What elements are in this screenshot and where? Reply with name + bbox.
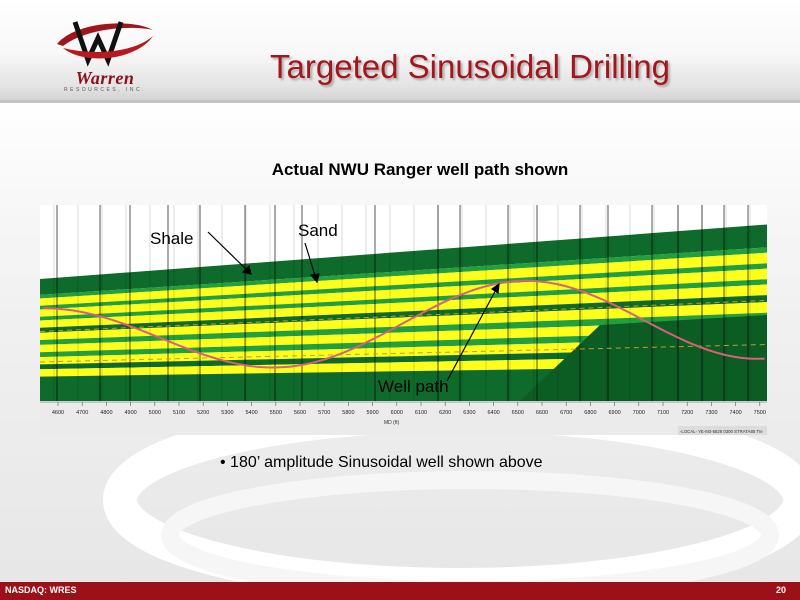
strata-band: [40, 252, 767, 306]
deep-shale: [520, 315, 767, 401]
well-path-line: [43, 279, 765, 369]
slide-header: Warren RESOURCES, INC. Targeted Sinusoid…: [0, 0, 800, 100]
shale-label: Shale: [150, 229, 194, 248]
tick-label: 5000: [149, 410, 161, 416]
tick-label: 5800: [342, 410, 354, 416]
tick-label: 6900: [608, 410, 620, 416]
bullet-point: • 180’ amplitude Sinusoidal well shown a…: [220, 454, 543, 471]
slide-title: Targeted Sinusoidal Drilling: [270, 48, 670, 85]
x-axis-ticks: 4600 4700 4800 4900 5000 5100 5200 5300 5400 5500…: [52, 402, 766, 416]
tick-label: 6700: [560, 410, 572, 416]
tick-label: 6600: [536, 410, 548, 416]
sand-label: Sand: [298, 221, 338, 240]
tick-label: 4700: [76, 410, 88, 416]
tick-label: 6800: [584, 410, 596, 416]
formation-dashed-line: [40, 344, 767, 363]
strata-band: [40, 312, 767, 345]
strata-band: [40, 319, 767, 353]
well-path-label: Well path: [378, 377, 449, 396]
warren-logo: Warren RESOURCES, INC.: [55, 16, 185, 96]
tick-label: 5100: [173, 410, 185, 416]
tick-label: 7100: [657, 410, 669, 416]
w-mark-icon: [57, 21, 153, 67]
tick-label: 7200: [681, 410, 693, 416]
strata-band: [40, 279, 767, 321]
tick-label: 5900: [366, 410, 378, 416]
page-number: 20: [775, 585, 786, 595]
tick-label: 5600: [294, 410, 306, 416]
tick-label: 5700: [318, 410, 330, 416]
tick-label: 6100: [415, 410, 427, 416]
tick-label: 6200: [439, 410, 451, 416]
tick-label: 4600: [52, 410, 64, 416]
footer-bar: NASDAQ: WRES 20: [0, 582, 800, 600]
logo-wordmark: Warren: [75, 68, 135, 88]
strata-band: [40, 224, 767, 295]
tick-label: 7500: [754, 410, 766, 416]
x-axis-band: [40, 402, 767, 435]
strata-band: [40, 247, 767, 299]
tick-label: 5500: [270, 410, 282, 416]
strata-band: [40, 263, 767, 310]
x-axis-label: MD (ft): [384, 420, 400, 426]
footer-ticker: NASDAQ: WRES: [5, 585, 77, 595]
strata-layers: [40, 224, 767, 401]
tick-label: 7400: [729, 410, 741, 416]
tick-label: 7300: [705, 410, 717, 416]
tick-label: 5200: [197, 410, 209, 416]
legend-info-text: -LOCAL- YE-M3-5828 0300 STRATA85 Tre: [680, 429, 763, 434]
tick-label: 7000: [633, 410, 645, 416]
strata-band: [40, 302, 767, 340]
tick-label: 5300: [221, 410, 233, 416]
header-divider: [0, 100, 800, 103]
logo-subtitle: RESOURCES, INC.: [64, 87, 146, 93]
tick-label: 6300: [463, 410, 475, 416]
tick-label: 4800: [100, 410, 112, 416]
strata-band: [40, 284, 767, 328]
tick-label: 6500: [512, 410, 524, 416]
strata-band: [40, 268, 767, 317]
tick-label: 5400: [245, 410, 257, 416]
well-path-chart: 4600 4700 4800 4900 5000 5100 5200 5300 5400 5500…: [40, 205, 767, 435]
tick-label: 6400: [487, 410, 499, 416]
annotation-arrows: [207, 231, 500, 382]
tick-label: 4900: [124, 410, 136, 416]
formation-dashed-line: [40, 299, 767, 332]
cross-section-plot: 4600 4700 4800 4900 5000 5100 5200 5300 5400 5500…: [40, 205, 767, 435]
tick-label: 6000: [391, 410, 403, 416]
chart-heading: Actual NWU Ranger well path shown: [271, 160, 569, 179]
strata-band: [40, 330, 767, 358]
